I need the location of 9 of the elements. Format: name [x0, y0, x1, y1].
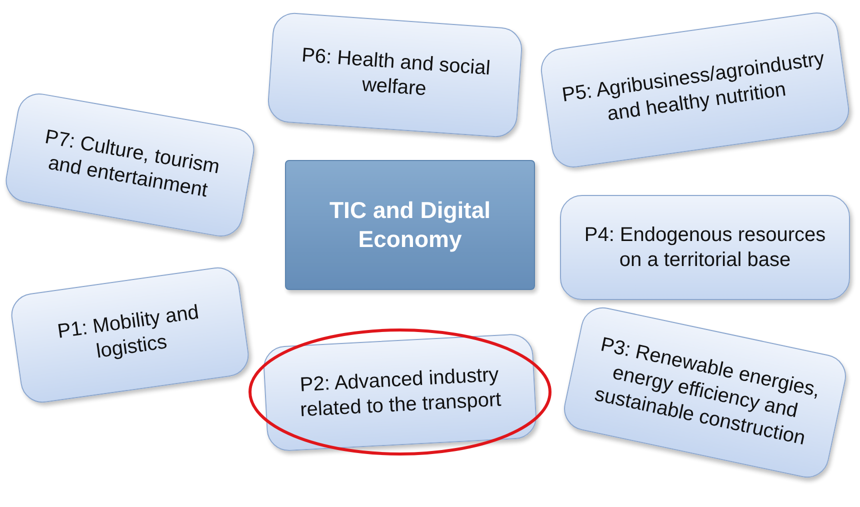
center-box: [285, 160, 535, 290]
topic-text: P6: Health and social welfare: [300, 43, 492, 102]
topic-text: P1: Mobility and logistics: [55, 300, 202, 365]
topic-text: P2: Advanced industry related to the transport: [298, 362, 503, 423]
topic-text: P3: Renewable energies, energy efficiency and sustainable construction: [592, 332, 823, 452]
topic-card: [560, 195, 850, 300]
topic-text: P7: Culture, tourism and entertainment: [42, 125, 222, 204]
topic-text: P4: Endogenous resources on a territorial base: [583, 222, 827, 272]
center-title: TIC and Digital Economy: [328, 196, 492, 254]
